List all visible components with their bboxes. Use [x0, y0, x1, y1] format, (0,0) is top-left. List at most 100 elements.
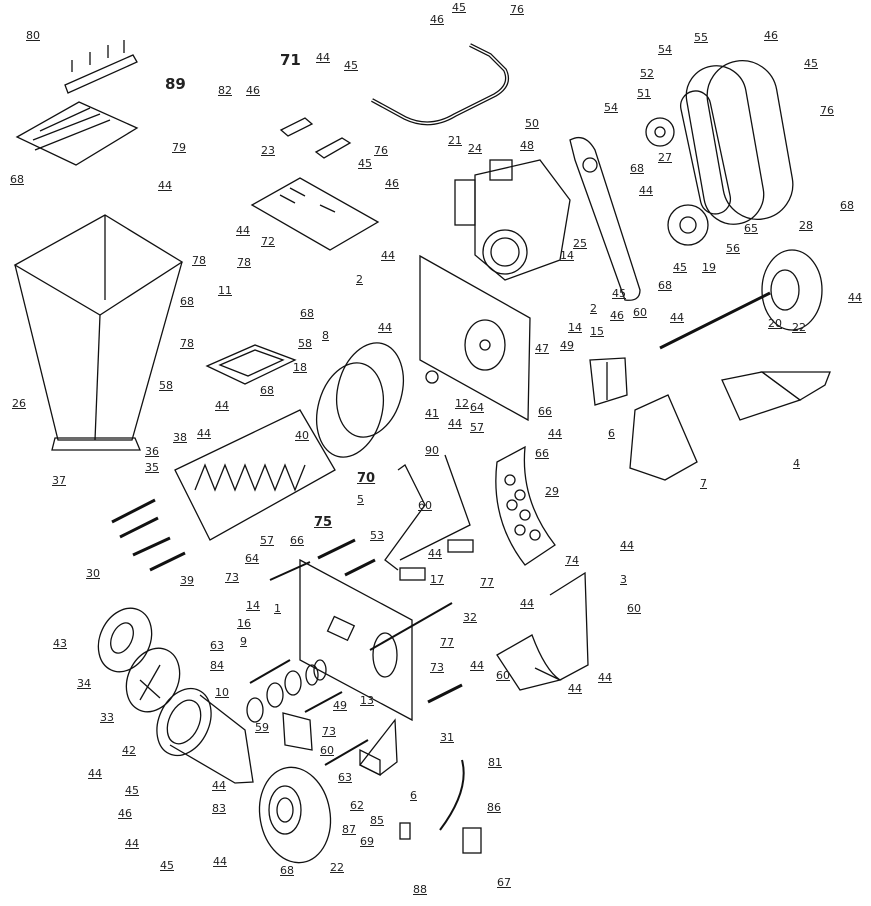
part-number-label: 44 — [212, 779, 226, 792]
part-number-label: 68 — [10, 173, 24, 186]
part-number-label: 68 — [280, 864, 294, 877]
part-number-label: 3 — [620, 573, 627, 586]
part-number-label: 81 — [488, 756, 502, 769]
part-number-label: 45 — [125, 784, 139, 797]
part-number-label: 85 — [370, 814, 384, 827]
part-number-label: 72 — [261, 235, 275, 248]
part-5-frame — [384, 454, 471, 571]
part-number-label: 49 — [333, 699, 347, 712]
part-number-label: 24 — [468, 142, 482, 155]
part-number-label: 44 — [158, 179, 172, 192]
part-24-engine — [454, 159, 571, 281]
part-number-label: 9 — [240, 635, 247, 648]
part-number-label: 37 — [52, 474, 66, 487]
part-number-label: 11 — [218, 284, 232, 297]
part-22-wheel-right — [761, 249, 823, 331]
part-number-label: 79 — [172, 141, 186, 154]
part-25-belt-plate — [569, 136, 641, 301]
part-number-label: 68 — [630, 162, 644, 175]
part-number-label: 7 — [700, 477, 707, 490]
part-number-label: 22 — [792, 321, 806, 334]
part-number-label: 18 — [293, 361, 307, 374]
part-number-label: 44 — [236, 224, 250, 237]
part-number-label: 50 — [525, 117, 539, 130]
part-number-label: 48 — [520, 139, 534, 152]
part-number-label: 68 — [840, 199, 854, 212]
part-number-label: 14 — [560, 249, 574, 262]
part-1-side-plate — [299, 558, 413, 722]
part-number-label: 44 — [670, 311, 684, 324]
part-number-label: 44 — [316, 51, 330, 64]
part-number-label: 8 — [322, 329, 329, 342]
part-number-label: 66 — [538, 405, 552, 418]
part-number-label: 68 — [180, 295, 194, 308]
part-number-label: 44 — [448, 417, 462, 430]
part-number-label: 19 — [702, 261, 716, 274]
part-number-label: 60 — [418, 499, 432, 512]
part-number-label: 45 — [452, 1, 466, 14]
part-number-label: 35 — [145, 461, 159, 474]
part-number-label: 70 — [357, 471, 376, 486]
part-number-label: 54 — [658, 43, 672, 56]
part-number-label: 4 — [793, 457, 800, 470]
part-number-label: 57 — [260, 534, 274, 547]
part-number-label: 14 — [246, 599, 260, 612]
part-number-label: 52 — [640, 67, 654, 80]
part-number-label: 90 — [425, 444, 439, 457]
part-number-label: 31 — [440, 731, 454, 744]
part-number-label: 60 — [496, 669, 510, 682]
part-number-label: 14 — [568, 321, 582, 334]
part-number-label: 65 — [744, 222, 758, 235]
part-number-label: 51 — [637, 87, 651, 100]
part-number-label: 55 — [694, 31, 708, 44]
part-number-label: 46 — [610, 309, 624, 322]
part-number-label: 88 — [413, 883, 427, 896]
part-number-label: 66 — [535, 447, 549, 460]
part-6-bracket-top — [589, 357, 628, 406]
part-2-side-plate — [419, 254, 531, 422]
part-number-label: 44 — [197, 427, 211, 440]
part-number-label: 73 — [225, 571, 239, 584]
part-number-label: 32 — [463, 611, 477, 624]
part-59-plate — [282, 712, 313, 751]
part-number-label: 57 — [470, 421, 484, 434]
part-number-label: 67 — [497, 876, 511, 889]
part-number-label: 22 — [330, 861, 344, 874]
part-number-label: 38 — [173, 431, 187, 444]
part-number-label: 44 — [568, 682, 582, 695]
part-number-label: 44 — [378, 321, 392, 334]
part-number-label: 42 — [122, 744, 136, 757]
part-number-label: 44 — [470, 659, 484, 672]
part-3-chute — [496, 571, 589, 691]
part-number-label: 71 — [280, 51, 301, 69]
part-number-label: 1 — [274, 602, 281, 615]
part-number-label: 89 — [165, 75, 186, 93]
part-number-label: 44 — [428, 547, 442, 560]
part-number-label: 64 — [245, 552, 259, 565]
part-number-label: 44 — [598, 671, 612, 684]
part-8-rotor-disc — [316, 342, 439, 458]
part-number-label: 46 — [764, 29, 778, 42]
part-number-label: 28 — [799, 219, 813, 232]
part-number-label: 33 — [100, 711, 114, 724]
part-22-wheel-bottom — [258, 766, 332, 864]
part-55-belt — [679, 90, 732, 215]
part-38-blades — [174, 409, 336, 541]
part-number-label: 44 — [125, 837, 139, 850]
part-89-strip — [64, 40, 138, 94]
part-number-label: 44 — [639, 184, 653, 197]
part-number-label: 76 — [820, 104, 834, 117]
part-19-pulley — [667, 204, 709, 246]
part-number-label: 73 — [322, 725, 336, 738]
part-number-label: 44 — [88, 767, 102, 780]
part-number-label: 5 — [357, 493, 364, 506]
part-number-label: 69 — [360, 835, 374, 848]
part-rods — [249, 538, 463, 766]
part-number-label: 53 — [370, 529, 384, 542]
part-number-label: 44 — [213, 855, 227, 868]
part-number-label: 59 — [255, 721, 269, 734]
part-23-mount-plate — [250, 177, 380, 251]
part-number-label: 58 — [298, 337, 312, 350]
